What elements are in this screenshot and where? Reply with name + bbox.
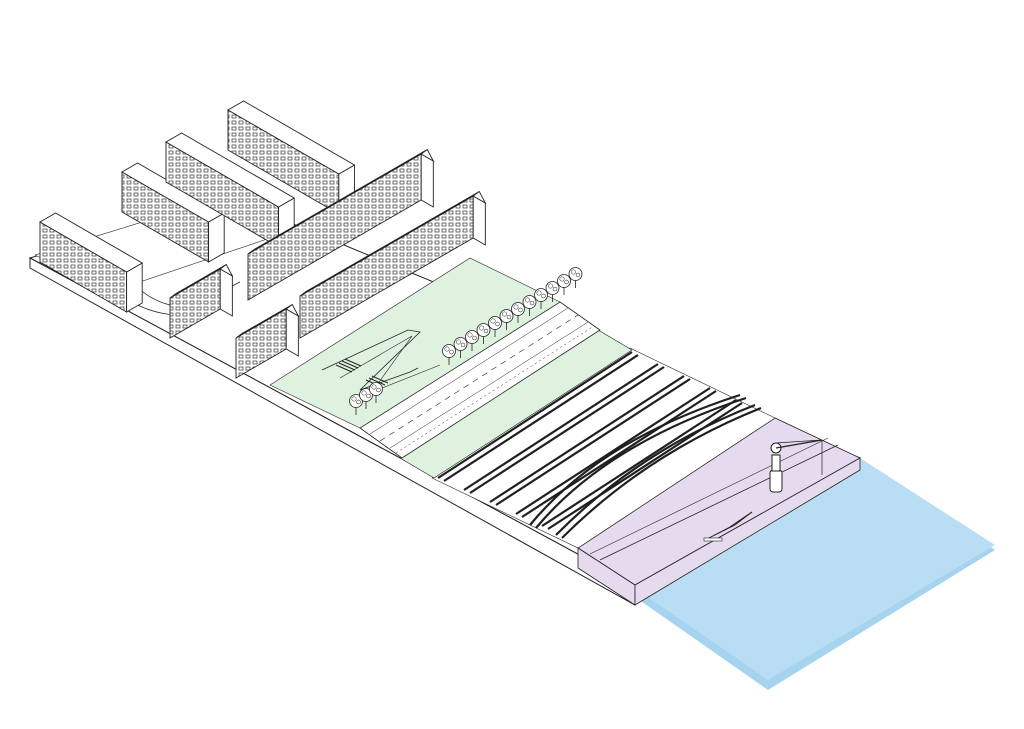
apartment-block-icon bbox=[39, 212, 144, 313]
harbour-crane-icon bbox=[769, 439, 823, 493]
rail-track bbox=[489, 375, 691, 506]
railway-zone bbox=[431, 347, 776, 549]
rail-junction bbox=[529, 393, 762, 539]
apartment-blocks bbox=[39, 100, 487, 379]
tree-row bbox=[349, 267, 583, 415]
tree-icon bbox=[453, 337, 468, 358]
quay-edge-line bbox=[599, 444, 839, 561]
tree-icon bbox=[557, 274, 571, 295]
quay-zone bbox=[577, 417, 861, 606]
rail-track bbox=[515, 387, 717, 518]
apartment-block-icon bbox=[299, 190, 487, 339]
housing-district bbox=[34, 100, 487, 379]
tree-icon bbox=[499, 309, 514, 330]
tree-icon bbox=[511, 302, 525, 323]
road-lane-1 bbox=[369, 307, 569, 435]
rail-track bbox=[437, 351, 639, 482]
tree-icon bbox=[349, 394, 363, 415]
water-body bbox=[635, 458, 995, 690]
park-path bbox=[321, 329, 421, 391]
road-lane-2 bbox=[389, 321, 589, 449]
tree-icon bbox=[522, 295, 537, 316]
park-surface bbox=[269, 257, 561, 429]
quay-inner-line bbox=[589, 437, 829, 555]
apartment-block-icon bbox=[227, 100, 356, 215]
tree-icon bbox=[568, 267, 583, 288]
tree-icon bbox=[476, 323, 491, 344]
tree-icon bbox=[534, 288, 548, 309]
tree-icon bbox=[465, 330, 479, 351]
water-surface bbox=[635, 458, 995, 680]
apartment-block-icon bbox=[235, 303, 300, 379]
tree-icon bbox=[359, 388, 373, 409]
rail-track bbox=[463, 363, 665, 494]
quay-edge-face bbox=[634, 457, 861, 606]
boat-ramp-icon bbox=[703, 511, 753, 542]
park-zone bbox=[269, 257, 561, 429]
park-path-2 bbox=[339, 335, 441, 393]
rail-tracks bbox=[437, 351, 762, 539]
apartment-block-icon bbox=[247, 148, 435, 301]
tree-icon bbox=[488, 316, 502, 337]
tree-icon bbox=[545, 281, 560, 302]
road-lane-3 bbox=[395, 325, 595, 454]
tree-icon bbox=[442, 344, 456, 365]
apartment-block-icon bbox=[121, 162, 226, 263]
apartment-block-icon bbox=[169, 263, 234, 339]
tree-icon bbox=[369, 382, 383, 403]
